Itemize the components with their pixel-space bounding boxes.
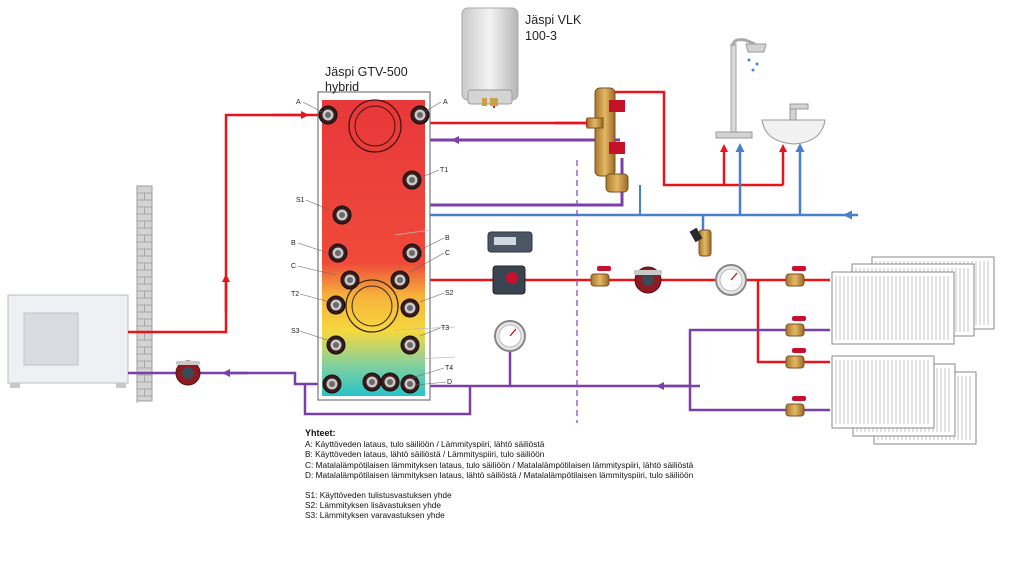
mixing-valve [586,87,629,193]
port-label-a-left: A [296,99,301,106]
pipes [128,90,858,423]
radiator [831,271,955,345]
ball-valve [785,396,806,417]
ball-valves [590,266,806,417]
ball-valve [590,266,611,287]
port-label-t4: T4 [445,365,453,372]
port-label-s1: S1 [296,197,305,204]
heating-return-pipe [408,328,830,388]
legend: Yhteet: A: Käyttöveden lataus, tulo säil… [305,428,765,521]
legend-line-s2: S2: Lämmityksen lisävastuksen yhde [305,500,442,511]
legend-line-s3: S3: Lämmityksen varavastuksen yhde [305,510,445,521]
legend-line-d: D: Matalalämpötilaisen lämmityksen latau… [305,470,694,481]
shower [715,38,767,139]
sink [761,103,826,145]
temperature-gauge-heating-return [494,320,526,352]
heat-pump-return-pipe [128,371,328,386]
ball-valve [785,316,806,337]
legend-title: Yhteet: [305,428,336,438]
heater-title-line2: 100-3 [525,29,557,43]
tank-title-line2: hybrid [325,80,359,94]
heater-title-line1: Jäspi VLK [525,13,582,27]
legend-line-a: A: Käyttöveden lataus, tulo säiliöön / L… [305,439,545,449]
heating-circulation-pump [634,266,662,294]
port-label-c-left: C [291,263,296,270]
brick-wall [136,185,153,403]
port-label-b-right: B [445,235,450,242]
port-label-t1: T1 [440,167,448,174]
tank-title-line1: Jäspi GTV-500 [325,65,408,79]
ball-valve [785,348,806,369]
cold-water-main-pipe [376,213,848,335]
radiator [831,355,935,429]
legend-line-c: C: Matalalämpötilaisen lämmityksen latau… [305,459,694,470]
legend-line-s1: S1: Käyttöveden tulistusvastuksen yhde [305,489,452,500]
port-label-b-left: B [291,240,296,247]
water-heater-vlk [461,7,519,106]
radiators [831,256,995,445]
temperature-gauge-heating-supply [715,264,747,296]
heat-pump-circulation-pump [175,360,201,386]
port-label-s2: S2 [445,290,454,297]
port-label-t3: T3 [441,325,449,332]
port-label-d: D [447,379,452,386]
port-label-s3: S3 [291,328,300,335]
port-label-a-right: A [443,99,448,106]
storage-tank-gtv-500 [317,91,456,401]
port-label-t2: T2 [291,291,299,298]
mixing-actuator [492,265,526,295]
safety-valve [689,227,712,257]
port-label-c-right: C [445,250,450,257]
tap-hot-pipe [598,90,783,187]
outdoor-heat-pump-unit [7,294,129,388]
legend-line-b: B: Käyttöveden lataus, lähtö säiliöstä /… [305,449,545,460]
mixing-controller [487,231,533,253]
heat-pump-supply-pipe [128,113,328,334]
ball-valve [785,266,806,287]
